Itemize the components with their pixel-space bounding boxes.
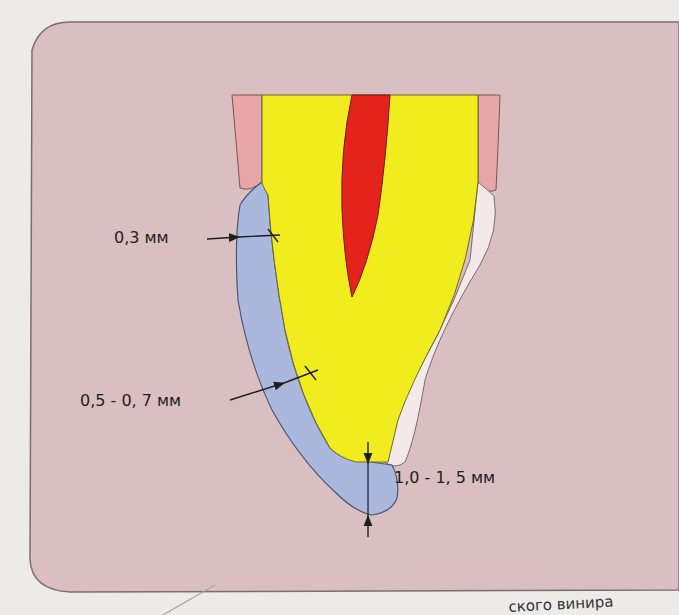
- gum-left: [232, 95, 262, 189]
- dimension-tick: [268, 229, 278, 242]
- pulp: [342, 95, 390, 297]
- dimension-label: 0,5 - 0, 7 мм: [80, 391, 181, 410]
- dimension-tick: [305, 366, 316, 380]
- panel: [30, 22, 679, 592]
- dimension-label: 0,3 мм: [114, 228, 169, 247]
- dimension-arrow: [367, 442, 368, 463]
- slide-line: [85, 585, 215, 615]
- gum-right: [478, 95, 500, 191]
- dimension-line: [367, 463, 368, 516]
- tooth-dentin: [262, 95, 478, 462]
- dimension-label: 1,0 - 1, 5 мм: [394, 468, 495, 487]
- dimension-arrow: [367, 516, 368, 537]
- dimension-arrow: [230, 383, 284, 400]
- dimension-arrow: [207, 237, 239, 239]
